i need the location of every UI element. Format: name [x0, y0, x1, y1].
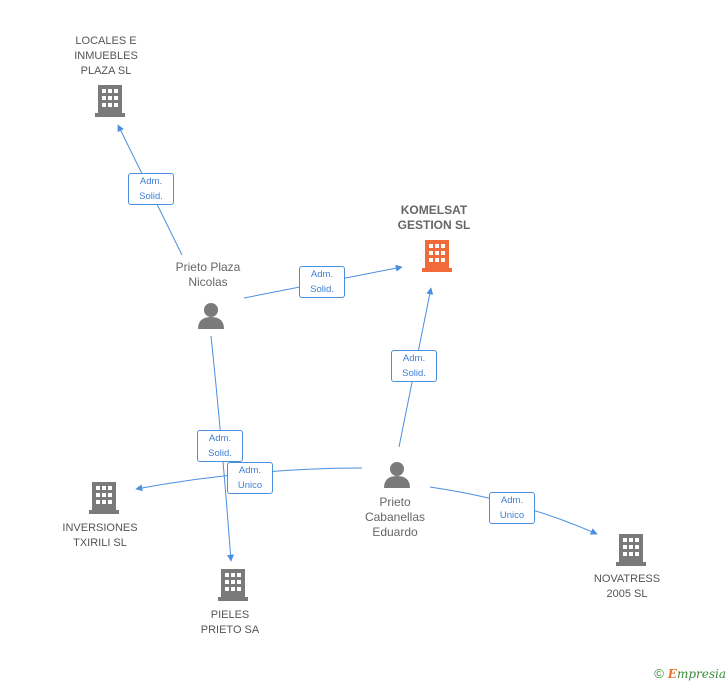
node-label-prieto-plaza[interactable]: Prieto Plaza Nicolas: [175, 260, 241, 289]
node-label-pieles[interactable]: PIELES PRIETO SA: [200, 609, 260, 636]
edge-label-adm-solid: Adm. Solid.: [197, 430, 243, 462]
node-label-novatress[interactable]: NOVATRESS 2005 SL: [593, 573, 661, 600]
empresia-watermark[interactable]: ©Empresia: [654, 666, 726, 681]
brand-initial: E: [667, 667, 677, 681]
edge-label-adm-solid: Adm. Solid.: [299, 266, 345, 298]
node-label-prieto-cabanellas[interactable]: Prieto Cabanellas Eduardo: [364, 495, 426, 539]
node-label-komelsat[interactable]: KOMELSAT GESTION SL: [397, 203, 471, 232]
node-label-locales[interactable]: LOCALES E INMUEBLES PLAZA SL: [74, 35, 138, 77]
edge-label-adm-solid: Adm. Solid.: [391, 350, 437, 382]
edge-label-adm-unico: Adm. Unico: [489, 492, 535, 524]
person-icon[interactable]: [384, 462, 410, 488]
edge-label-adm-unico: Adm. Unico: [227, 462, 273, 494]
building-icon[interactable]: [616, 534, 646, 566]
building-icon[interactable]: [89, 482, 119, 514]
edge-label-adm-solid: Adm. Solid.: [128, 173, 174, 205]
building-icon[interactable]: [218, 569, 248, 601]
copyright-symbol: ©: [654, 666, 664, 681]
node-label-inversiones[interactable]: INVERSIONES TXIRILI SL: [62, 522, 138, 549]
building-icon[interactable]: [95, 85, 125, 117]
brand-name: mpresia: [676, 667, 726, 681]
person-icon[interactable]: [198, 303, 224, 329]
building-icon-main[interactable]: [422, 240, 452, 272]
